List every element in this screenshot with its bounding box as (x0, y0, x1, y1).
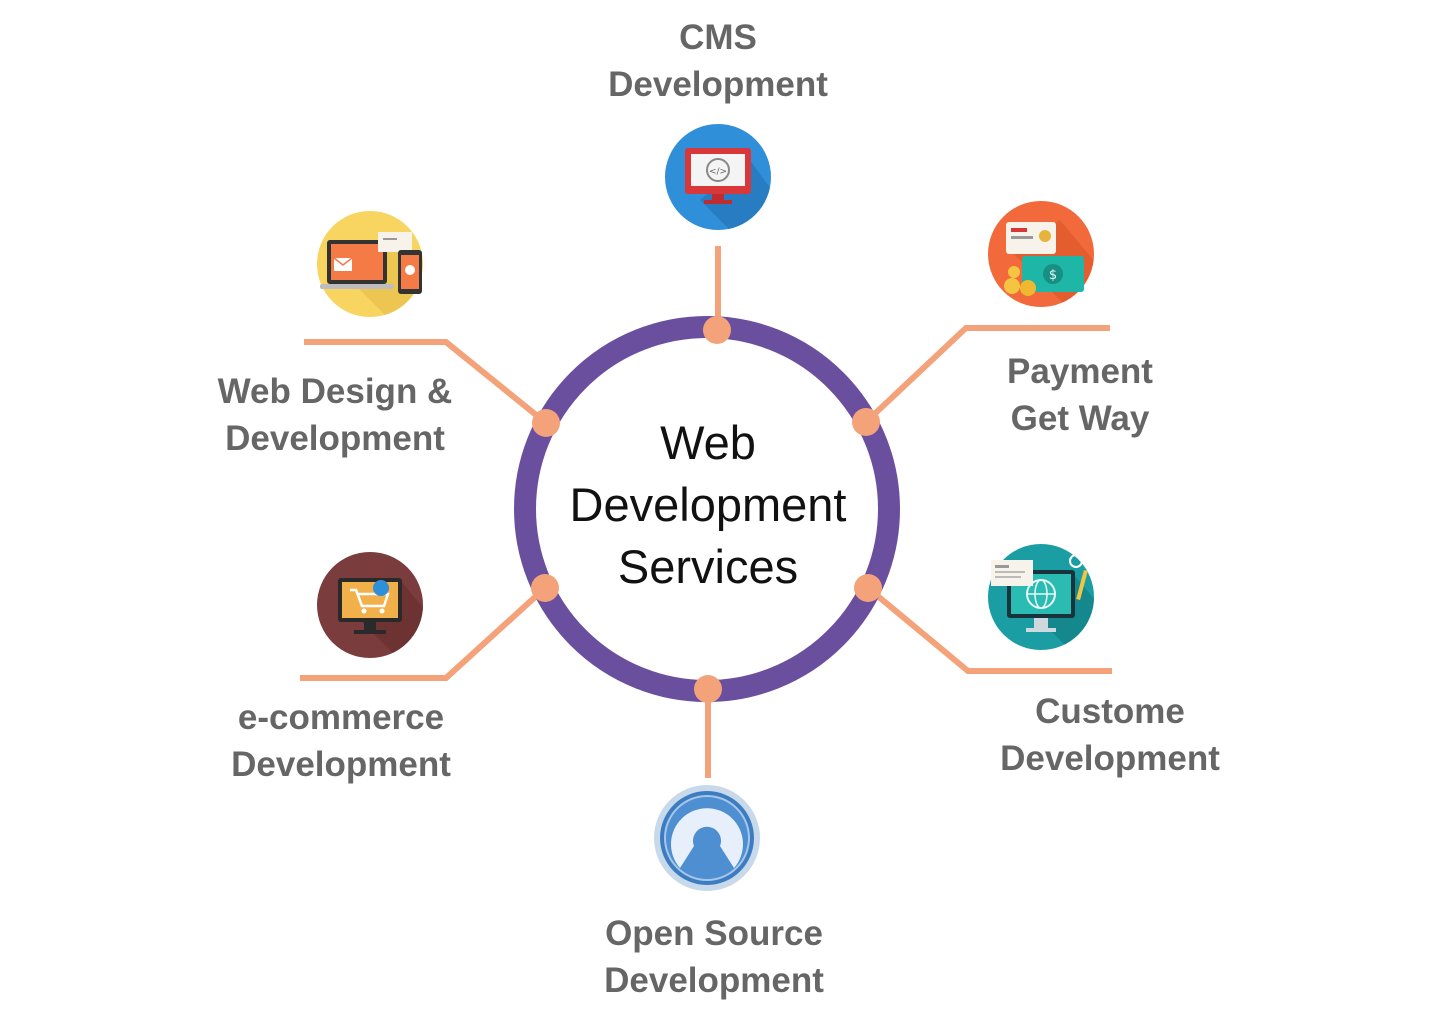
junction-dot-web-design (532, 409, 560, 437)
junction-dot-ecommerce (531, 574, 559, 602)
label-cms-line-1: CMS (679, 18, 757, 57)
devices-icon[interactable] (317, 211, 440, 340)
junction-dot-custom (854, 574, 882, 602)
junction-dot-cms (703, 316, 731, 344)
label-payment[interactable]: Payment Get Way (980, 348, 1180, 442)
connectors (300, 246, 1112, 778)
label-open-source-line-2: Development (604, 961, 824, 1000)
payment-cash-icon[interactable]: $ (988, 201, 1110, 320)
label-cms-line-2: Development (608, 65, 828, 104)
center-title-line-2: Development (569, 478, 847, 531)
svg-text:$: $ (1049, 268, 1057, 283)
label-web-design-line-1: Web Design & (217, 372, 453, 411)
junction-dot-open-source (694, 675, 722, 703)
label-web-design[interactable]: Web Design & Development (200, 368, 470, 462)
center-title-line-1: Web (660, 416, 756, 469)
connector-web-design (304, 339, 548, 426)
center-title: Web Development Services (538, 412, 878, 598)
label-open-source[interactable]: Open Source Development (584, 910, 844, 1004)
label-payment-line-2: Get Way (1010, 399, 1150, 438)
connector-payment (863, 325, 1110, 425)
label-custom-line-2: Development (1000, 739, 1220, 778)
label-custom-line-1: Custome (1035, 692, 1185, 731)
svg-text:</>: </> (709, 167, 727, 177)
monitor-code-icon[interactable]: </> (665, 124, 800, 270)
label-payment-line-1: Payment (1007, 352, 1153, 391)
junction-dots (531, 316, 882, 703)
label-ecommerce-line-1: e-commerce (237, 698, 445, 737)
label-cms[interactable]: CMS Development (590, 14, 846, 108)
junction-dot-payment (852, 408, 880, 436)
label-ecommerce[interactable]: e-commerce Development (210, 694, 472, 788)
shopping-cart-monitor-icon[interactable] (317, 552, 450, 680)
desktop-globe-icon[interactable] (988, 544, 1120, 670)
label-open-source-line-1: Open Source (605, 914, 823, 953)
label-custom[interactable]: Custome Development (990, 688, 1230, 782)
open-source-icon[interactable] (654, 785, 760, 891)
connector-ecommerce (300, 585, 548, 681)
connector-custom (866, 585, 1112, 674)
label-ecommerce-line-2: Development (231, 745, 451, 784)
center-title-line-3: Services (617, 540, 799, 593)
label-web-design-line-2: Development (225, 419, 445, 458)
